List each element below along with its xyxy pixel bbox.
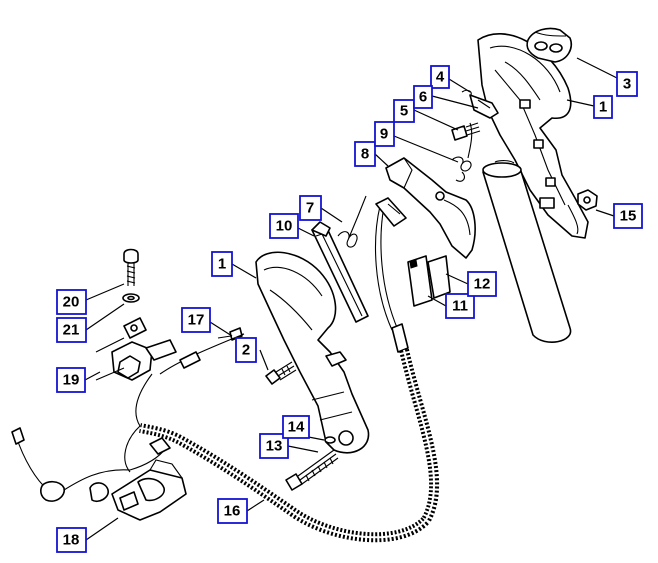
screw-washer-left [122, 248, 140, 303]
callout-label: 2 [242, 342, 250, 359]
callout-14: 14 [282, 415, 310, 439]
callout-4: 4 [430, 65, 450, 89]
switch-housing [111, 459, 187, 521]
callout-label: 15 [620, 208, 637, 225]
cable-loop [375, 197, 409, 353]
long-screw [285, 436, 339, 491]
callout-8: 8 [354, 141, 376, 167]
callout-label: 16 [224, 503, 241, 520]
nut [577, 189, 598, 211]
callout-5: 5 [393, 99, 415, 123]
callout-20: 20 [56, 289, 87, 315]
callout-label: 9 [380, 126, 388, 143]
callout-label: 21 [63, 322, 80, 339]
trigger-lever [385, 157, 476, 259]
switch-bracket [95, 317, 177, 381]
callout-18: 18 [56, 527, 87, 553]
callout-label: 6 [419, 89, 427, 106]
callout-7: 7 [299, 195, 322, 221]
callout-label: 3 [623, 76, 631, 93]
lock-bar [311, 221, 369, 323]
wiring-harness [11, 373, 171, 503]
callout-label: 4 [436, 69, 445, 86]
callout-label: 7 [306, 200, 314, 217]
callout-label: 11 [452, 298, 468, 315]
callout-label: 19 [63, 372, 80, 389]
callout-label: 5 [400, 103, 408, 120]
callout-label: 13 [266, 438, 283, 455]
callout-1-upper: 1 [593, 95, 613, 119]
callout-15: 15 [613, 203, 643, 229]
callout-label: 20 [63, 294, 80, 311]
callout-label: 17 [188, 312, 205, 329]
throttle-cable [159, 327, 245, 375]
slide-plates [407, 255, 451, 307]
handle-shell-upper [477, 33, 589, 239]
screw-medium [265, 361, 297, 385]
callout-label: 18 [63, 532, 80, 549]
callout-label: 1 [599, 99, 607, 116]
callout-19: 19 [56, 367, 86, 393]
callout-2: 2 [235, 337, 257, 363]
handle-shell-lower [255, 251, 370, 454]
coil-spring-left [337, 195, 367, 248]
callout-9: 9 [374, 121, 395, 147]
callout-label: 12 [474, 276, 491, 293]
spring-clip [461, 89, 499, 119]
callout-label: 14 [288, 419, 305, 436]
callout-12: 12 [467, 271, 497, 297]
handle-tube [482, 160, 572, 343]
screw-small [451, 122, 481, 141]
callout-label: 10 [276, 218, 293, 235]
callout-10: 10 [269, 213, 299, 239]
callout-21: 21 [56, 317, 87, 343]
callout-1-lower: 1 [211, 251, 233, 277]
coiled-conduit [139, 348, 440, 543]
callout-11: 11 [445, 293, 475, 319]
callout-label: 8 [361, 146, 369, 163]
leader-lines [84, 57, 618, 541]
callout-6: 6 [413, 85, 433, 109]
callout-3: 3 [616, 71, 638, 97]
coil-spring-right [451, 122, 473, 182]
knob [526, 27, 572, 63]
callout-17: 17 [181, 307, 211, 333]
callout-label: 1 [218, 256, 226, 273]
callout-16: 16 [217, 498, 248, 524]
